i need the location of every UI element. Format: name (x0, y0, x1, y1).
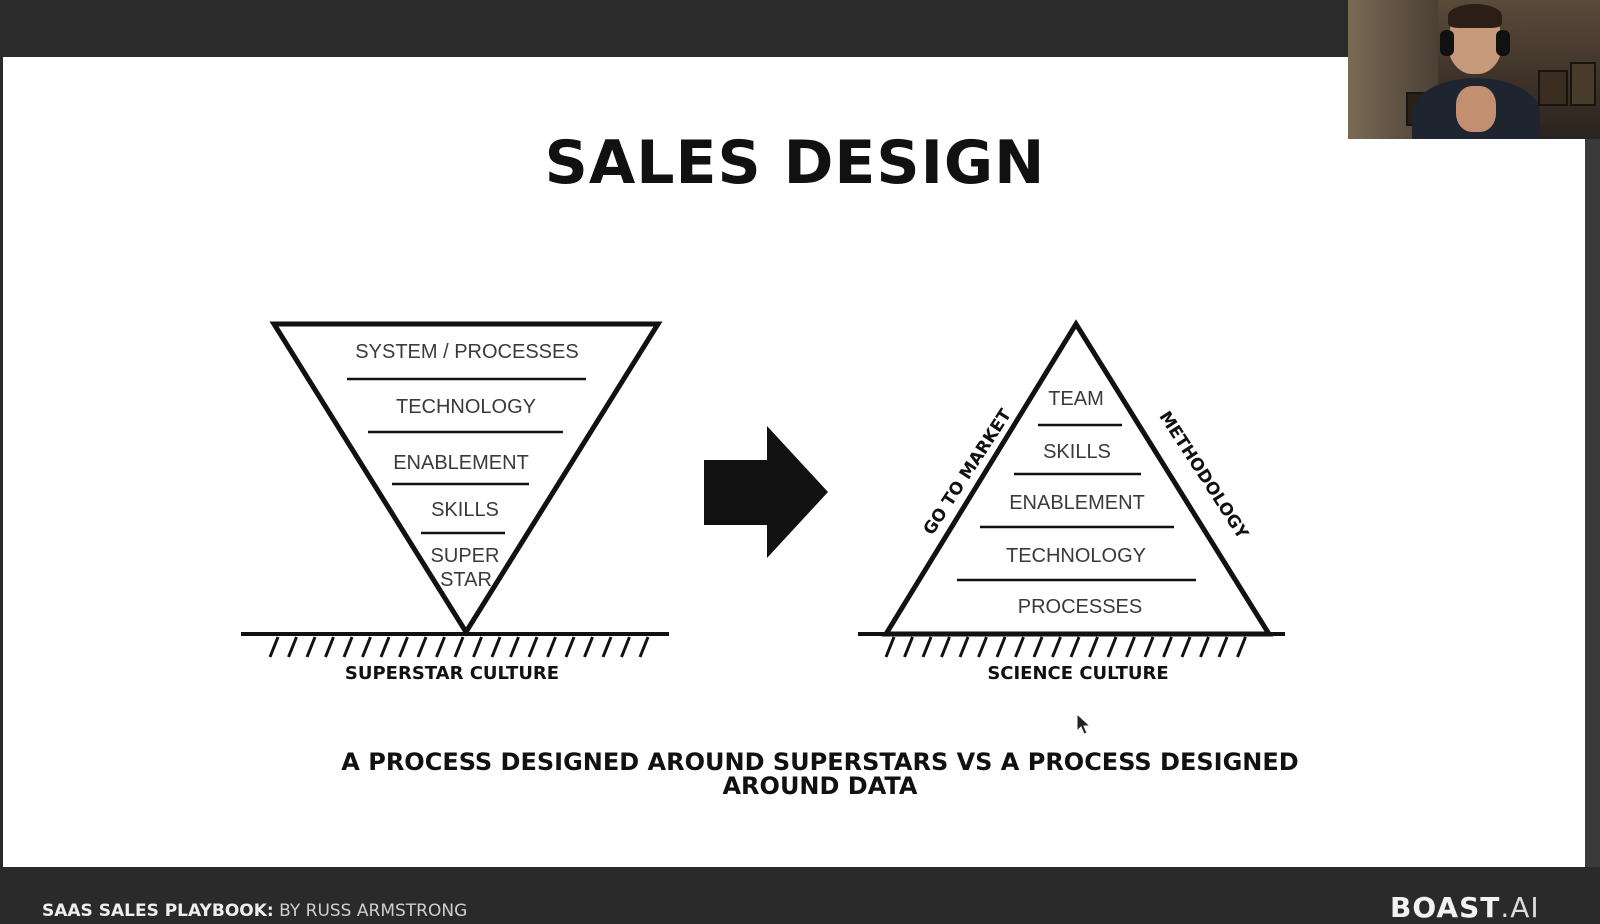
hatch-mark (379, 636, 391, 658)
layer-label-technology: TECHNOLOGY (396, 396, 536, 418)
brand-logo: BOAST.AI (1390, 891, 1540, 924)
hatch-mark (1180, 636, 1192, 658)
hatch-mark (995, 636, 1007, 658)
hatch-mark (1051, 636, 1062, 658)
hatch-mark (268, 636, 280, 658)
hatch-mark (1162, 636, 1173, 658)
hatch-mark (884, 636, 896, 658)
ground-hatching (884, 636, 1247, 658)
webcam-video (1348, 0, 1600, 139)
hatch-mark (1106, 636, 1118, 658)
inverted-triangle-outline (269, 321, 663, 637)
ground-hatching (268, 636, 650, 658)
hatch-mark (527, 636, 539, 658)
base-label-science-culture: SCIENCE CULTURE (987, 663, 1168, 684)
hatch-mark (361, 636, 372, 658)
upright-triangle-diagram: TEAM SKILLS ENABLEMENT TECHNOLOGY PROCES… (858, 319, 1285, 684)
layer-label-system-processes: SYSTEM / PROCESSES (355, 341, 578, 363)
layer-label-processes: PROCESSES (1018, 596, 1142, 618)
right-arrow-icon (704, 426, 828, 558)
footer-series: SAAS SALES PLAYBOOK: (42, 901, 274, 921)
hatch-mark (564, 636, 576, 658)
hatch-mark (638, 636, 650, 658)
slide-caption: A PROCESS DESIGNED AROUND SUPERSTARS VS … (300, 750, 1340, 798)
hatch-mark (903, 636, 914, 658)
layer-label-team: TEAM (1048, 388, 1104, 410)
hatch-mark (435, 636, 446, 658)
caption-line-2: AROUND DATA (722, 772, 918, 800)
logo-tld: .AI (1500, 891, 1540, 924)
hatch-mark (921, 636, 933, 658)
layer-label-skills: SKILLS (431, 499, 499, 521)
layer-label-technology: TECHNOLOGY (1006, 545, 1146, 567)
hatch-mark (509, 636, 520, 658)
hatch-mark (398, 636, 409, 658)
top-bar (0, 0, 1600, 57)
slide-title: SALES DESIGN (544, 128, 1046, 198)
logo-main: BOAST (1390, 891, 1501, 924)
wall-picture (1538, 70, 1568, 106)
hatch-mark (1236, 636, 1247, 658)
hatch-mark (453, 636, 465, 658)
hatch-mark (1088, 636, 1099, 658)
layer-label-super: SUPER (431, 545, 500, 567)
inverted-triangle-diagram: SYSTEM / PROCESSES TECHNOLOGY ENABLEMENT… (241, 321, 669, 684)
hatch-mark (546, 636, 557, 658)
wall-picture (1570, 62, 1596, 106)
hatch-mark (1217, 636, 1229, 658)
hatch-mark (620, 636, 631, 658)
hatch-mark (940, 636, 951, 658)
hatch-mark (1199, 636, 1210, 658)
window-edge (1585, 57, 1600, 867)
hatch-mark (583, 636, 594, 658)
hatch-mark (324, 636, 335, 658)
layer-label-enablement: ENABLEMENT (1009, 492, 1145, 514)
hatch-mark (601, 636, 613, 658)
footer-credit: SAAS SALES PLAYBOOK: BY RUSS ARMSTRONG (42, 901, 467, 921)
hatch-mark (472, 636, 483, 658)
hatch-mark (958, 636, 970, 658)
hatch-mark (342, 636, 354, 658)
hatch-mark (416, 636, 428, 658)
hatch-mark (1143, 636, 1155, 658)
footer-bar (0, 867, 1600, 924)
base-label-superstar-culture: SUPERSTAR CULTURE (345, 663, 559, 684)
caption-line-1: A PROCESS DESIGNED AROUND SUPERSTARS VS … (341, 748, 1299, 776)
hatch-mark (305, 636, 317, 658)
presenter-hands (1456, 86, 1496, 132)
hatch-mark (1014, 636, 1025, 658)
hatch-mark (1032, 636, 1044, 658)
layer-label-skills: SKILLS (1043, 441, 1111, 463)
layer-label-star: STAR (440, 569, 492, 591)
layer-label-enablement: ENABLEMENT (393, 452, 529, 474)
headset-icon (1440, 30, 1454, 56)
hatch-mark (490, 636, 502, 658)
hatch-mark (1125, 636, 1136, 658)
hatch-mark (287, 636, 298, 658)
mouse-cursor-icon (1076, 712, 1092, 735)
footer-author: BY RUSS ARMSTRONG (279, 901, 468, 921)
hatch-mark (977, 636, 988, 658)
hatch-mark (1069, 636, 1081, 658)
